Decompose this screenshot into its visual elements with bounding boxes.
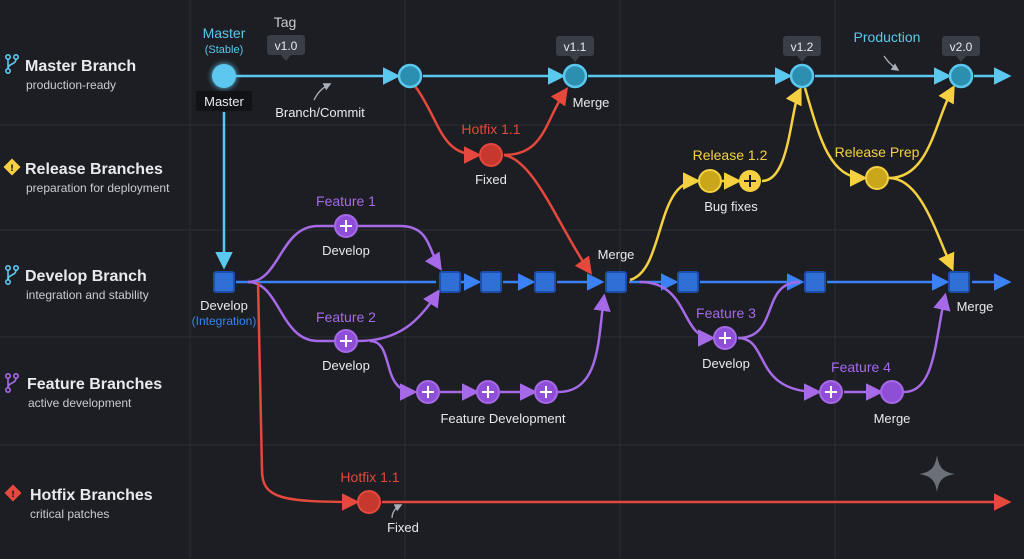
bug-fixes-label: Bug fixes xyxy=(704,199,758,214)
release-prep-node xyxy=(865,166,889,190)
feature-plus-node xyxy=(416,380,440,404)
hotfix-node-lower xyxy=(357,490,381,514)
stable-label: (Stable) xyxy=(205,44,244,56)
hotfix-upper-label: Hotfix 1.1 xyxy=(461,121,520,137)
lane-subtitle: preparation for deployment xyxy=(26,181,170,195)
merge-develop-label: Merge xyxy=(598,247,635,262)
tag-label: v1.0 xyxy=(275,39,298,53)
master-node-v12 xyxy=(789,63,815,89)
merge-right-label: Merge xyxy=(957,299,994,314)
lane-develop: Develop Branch integration and stability xyxy=(5,264,149,302)
master-badge: Master xyxy=(196,91,252,111)
develop-f1-label: Develop xyxy=(322,243,370,258)
develop-commits xyxy=(213,271,970,293)
lane-feature: Feature Branches active development xyxy=(5,372,162,410)
tag-label: v1.2 xyxy=(791,40,814,54)
develop-f2-label: Develop xyxy=(322,358,370,373)
feature-plus-node xyxy=(476,380,500,404)
develop-node-label: Develop xyxy=(200,298,248,313)
feature4-label: Feature 4 xyxy=(831,359,891,375)
master-commits xyxy=(212,63,974,89)
master-start-node xyxy=(212,64,236,88)
branch-commit-label: Branch/Commit xyxy=(275,105,365,120)
lane-release: ! Release Branches preparation for deplo… xyxy=(3,158,170,195)
develop-merge-node xyxy=(605,271,627,293)
master-line xyxy=(215,67,1012,270)
tag-v20: v2.0 xyxy=(942,36,980,62)
feature2-label: Feature 2 xyxy=(316,309,376,325)
production-label: Production xyxy=(854,29,921,45)
hotfix-edges xyxy=(256,85,1012,511)
branch-icon xyxy=(5,372,20,393)
hotfix-commits xyxy=(357,143,503,514)
lane-subtitle: active development xyxy=(28,396,132,410)
feature3-label: Feature 3 xyxy=(696,305,756,321)
svg-text:!: ! xyxy=(11,490,15,500)
fixed-lower-label: Fixed xyxy=(387,520,419,535)
feature-plus-node xyxy=(713,326,737,350)
feature-plus-node xyxy=(334,329,358,353)
merge-master-label: Merge xyxy=(573,95,610,110)
lane-title: Master Branch xyxy=(25,58,136,75)
merge-f4-label: Merge xyxy=(874,411,911,426)
lane-subtitle: critical patches xyxy=(30,507,109,521)
develop-node xyxy=(480,271,502,293)
tag-label: v2.0 xyxy=(950,40,973,54)
lane-master: Master Branch production-ready xyxy=(5,53,136,92)
release-node xyxy=(698,169,722,193)
hotfix-lower-label: Hotfix 1.1 xyxy=(340,469,399,485)
release-plus-node xyxy=(739,170,761,192)
lane-subtitle: integration and stability xyxy=(26,288,149,302)
develop-f3-label: Develop xyxy=(702,356,750,371)
develop-node xyxy=(677,271,699,293)
master-node-v11 xyxy=(562,63,588,89)
fixed-upper-label: Fixed xyxy=(475,172,507,187)
branch-icon xyxy=(5,264,20,285)
develop-node xyxy=(804,271,826,293)
release-commits xyxy=(698,166,889,193)
branch-icon xyxy=(5,53,20,75)
master-node-v10 xyxy=(397,63,423,89)
lane-title: Develop Branch xyxy=(25,268,147,285)
integration-label: (Integration) xyxy=(192,314,257,328)
feature-commits xyxy=(334,214,904,404)
feature-plus-node xyxy=(334,214,358,238)
lane-title: Feature Branches xyxy=(27,376,162,393)
lane-title: Release Branches xyxy=(25,161,163,178)
lane-title: Hotfix Branches xyxy=(30,487,153,504)
release-prep-label: Release Prep xyxy=(835,144,920,160)
develop-node xyxy=(213,271,235,293)
tag-caption: Tag xyxy=(274,14,297,30)
svg-text:!: ! xyxy=(10,164,14,174)
develop-node xyxy=(534,271,556,293)
feature-plus-node xyxy=(819,380,843,404)
master-top-label: Master xyxy=(203,25,246,41)
lane-subtitle: production-ready xyxy=(26,78,116,92)
develop-node xyxy=(439,271,461,293)
feature-plus-node xyxy=(534,380,558,404)
release-edges xyxy=(629,84,955,282)
svg-text:Master: Master xyxy=(204,94,244,109)
tag-v11: v1.1 xyxy=(556,36,594,62)
feature-development-label: Feature Development xyxy=(440,411,565,426)
release12-label: Release 1.2 xyxy=(693,147,768,163)
feature-merge-node xyxy=(880,380,904,404)
lane-hotfix: ! Hotfix Branches critical patches xyxy=(4,484,153,521)
feature1-label: Feature 1 xyxy=(316,193,376,209)
hotfix-node-upper xyxy=(479,143,503,167)
sparkle-icon xyxy=(919,455,955,492)
tag-label: v1.1 xyxy=(564,40,587,54)
develop-merge-node xyxy=(948,271,970,293)
tag-v10: v1.0 xyxy=(267,35,305,61)
labels: Master (Stable) Tag Branch/Commit Merge … xyxy=(192,14,994,535)
master-node-v20 xyxy=(948,63,974,89)
annotation-arrows xyxy=(313,55,900,519)
tag-v12: v1.2 xyxy=(783,36,821,62)
